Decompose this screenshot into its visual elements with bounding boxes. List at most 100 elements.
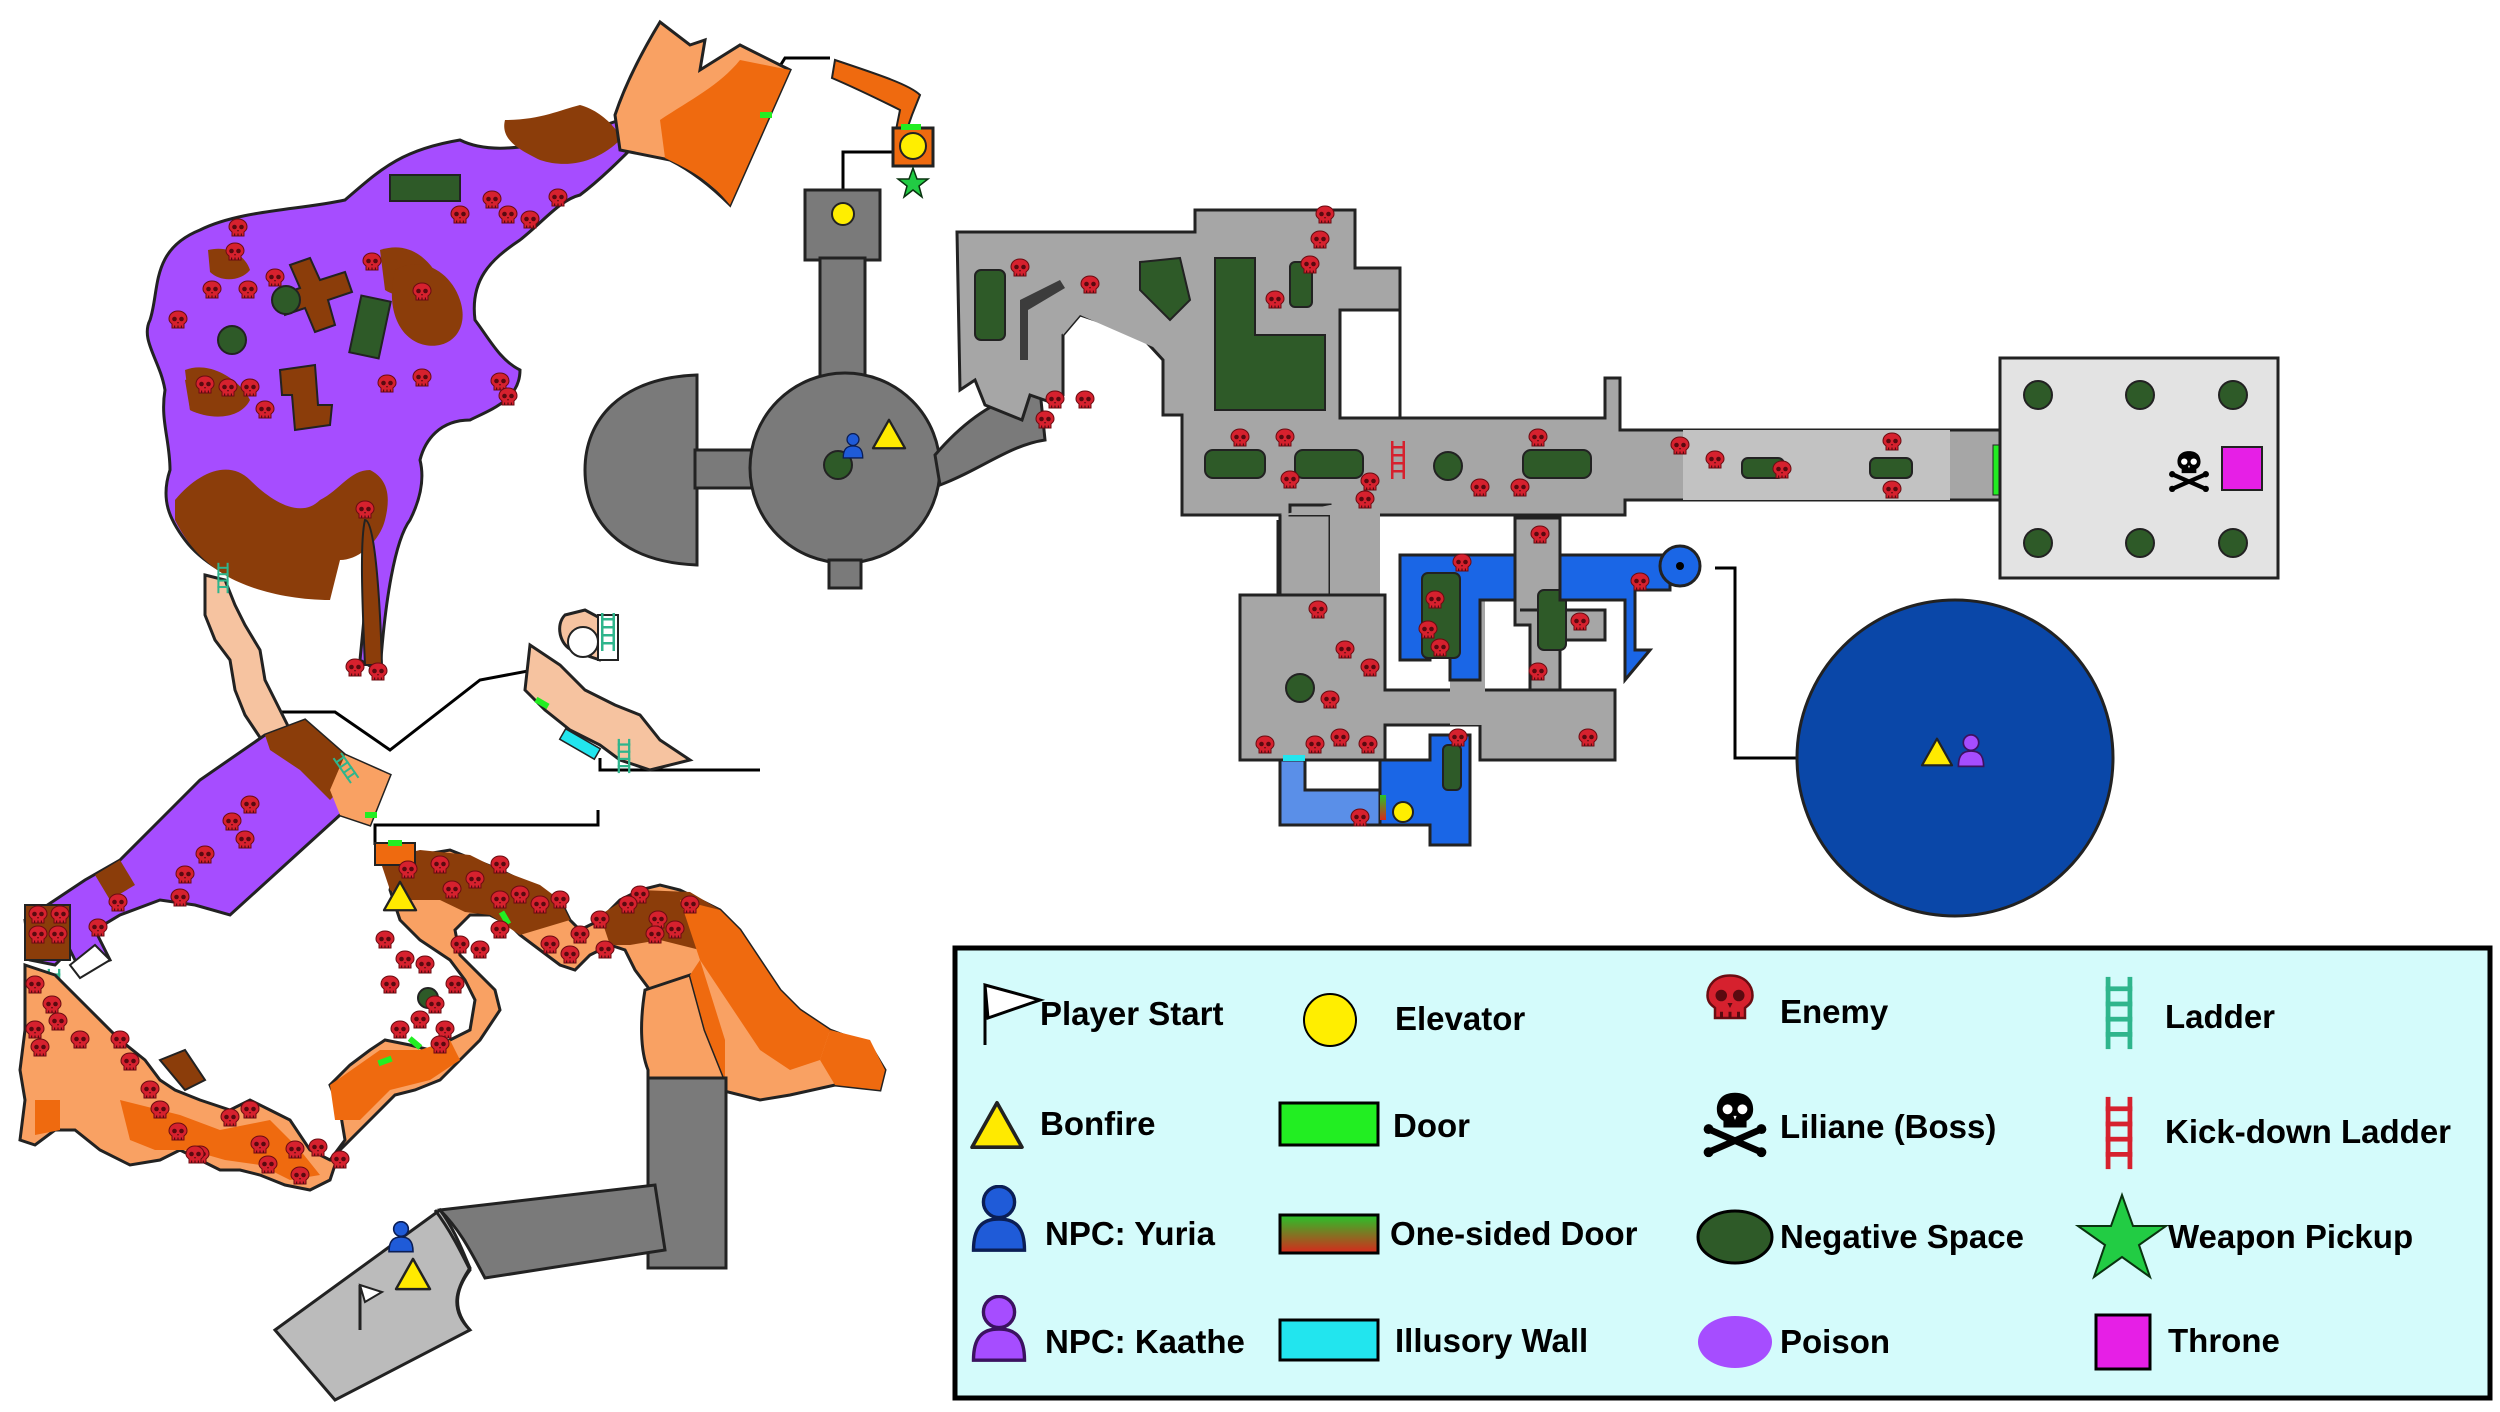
enemy-skull-icon [1075, 390, 1095, 409]
enemy-skull-icon [362, 252, 382, 271]
enemy-skull-icon [88, 918, 108, 937]
enemy-skull-icon [48, 1012, 68, 1031]
enemy-skull-icon [375, 930, 395, 949]
enemy-skull-icon [195, 845, 215, 864]
enemy-skull-icon [540, 935, 560, 954]
enemy-skull-icon [1080, 275, 1100, 294]
enemy-skull-icon [1358, 735, 1378, 754]
enemy-skull-icon [412, 368, 432, 387]
enemy-skull-icon [1528, 662, 1548, 681]
enemy-skull-icon [398, 860, 418, 879]
enemy-skull-icon [1308, 600, 1328, 619]
enemy-skull-icon [498, 205, 518, 224]
legend-label-throne: Throne [2168, 1322, 2280, 1359]
enemy-skull-icon [1280, 470, 1300, 489]
enemy-skull-icon [258, 1155, 278, 1174]
enemy-skull-icon [645, 925, 665, 944]
enemy-skull-icon [442, 880, 462, 899]
enemy-skull-icon [520, 210, 540, 229]
enemy-skull-icon [1300, 255, 1320, 274]
enemy-skull-icon [1452, 553, 1472, 572]
legend-label-poison: Poison [1780, 1323, 1890, 1360]
stone-hub [583, 188, 1047, 590]
enemy-skull-icon [50, 905, 70, 924]
enemy-skull-icon [595, 940, 615, 959]
enemy-skull-icon [108, 893, 128, 912]
mud-corridor [23, 562, 392, 1004]
legend-label-player-start: Player Start [1040, 995, 1223, 1032]
enemy-skull-icon [1360, 658, 1380, 677]
enemy-skull-icon [1360, 472, 1380, 491]
enemy-skull-icon [1355, 490, 1375, 509]
enemy-skull-icon [430, 855, 450, 874]
enemy-skull-icon [425, 995, 445, 1014]
enemy-skull-icon [415, 955, 435, 974]
enemy-skull-icon [170, 888, 190, 907]
enemy-skull-icon [490, 890, 510, 909]
enemy-skull-icon [435, 1020, 455, 1039]
legend-label-npc-yuria: NPC: Yuria [1045, 1215, 1216, 1252]
enemy-skull-icon [110, 1030, 130, 1049]
enemy-skull-icon [238, 280, 258, 299]
enemy-skull-icon [240, 795, 260, 814]
enemy-skull-icon [648, 910, 668, 929]
enemy-skull-icon [430, 1035, 450, 1054]
green-rect-icon [1278, 1101, 1380, 1147]
enemy-skull-icon [1530, 525, 1550, 544]
purple-ellipse-icon [1698, 1316, 1772, 1368]
enemy-skull-icon [1335, 640, 1355, 659]
enemy-skull-icon [1265, 290, 1285, 309]
enemy-skull-icon [28, 925, 48, 944]
enemy-skull-icon [412, 282, 432, 301]
enemy-skull-icon [25, 975, 45, 994]
enemy-skull-icon [240, 1100, 260, 1119]
enemy-skull-icon [285, 1140, 305, 1159]
enemy-skull-icon [548, 188, 568, 207]
enemy-skull-icon [465, 870, 485, 889]
enemy-skull-icon [530, 895, 550, 914]
throne-room [1998, 356, 2280, 580]
enemy-skull-icon [240, 378, 260, 397]
enemy-skull-icon [680, 895, 700, 914]
dark-green-ellipse-icon [1696, 1209, 1774, 1265]
enemy-skull-icon [70, 1030, 90, 1049]
enemy-skull-icon [228, 218, 248, 237]
enemy-skull-icon [175, 865, 195, 884]
enemy-skull-icon [590, 910, 610, 929]
enemy-skull-icon [1418, 620, 1438, 639]
enemy-skull-icon [1035, 410, 1055, 429]
enemy-skull-icon [265, 268, 285, 287]
enemy-skull-icon [1470, 478, 1490, 497]
enemy-skull-icon [255, 400, 275, 419]
enemy-skull-icon [195, 375, 215, 394]
enemy-skull-icon [1275, 428, 1295, 447]
enemy-skull-icon [202, 280, 222, 299]
enemy-skull-icon [140, 1080, 160, 1099]
enemy-skull-icon [1448, 728, 1468, 747]
legend-label-illusory-wall: Illusory Wall [1395, 1322, 1588, 1359]
gradient-rect-icon [1278, 1213, 1380, 1255]
enemy-skull-icon [220, 1108, 240, 1127]
enemy-skull-icon [1630, 572, 1650, 591]
legend: Player Start Elevator Enemy Ladder Bonfi… [952, 945, 2493, 1401]
enemy-skull-icon [1045, 390, 1065, 409]
enemy-skull-icon [1528, 428, 1548, 447]
legend-label-bonfire: Bonfire [1040, 1105, 1156, 1142]
legend-label-negative-space: Negative Space [1780, 1218, 2024, 1255]
enemy-skull-icon [618, 895, 638, 914]
yellow-circle-icon [1303, 993, 1357, 1047]
enemy-skull-icon [1330, 728, 1350, 747]
enemy-skull-icon [445, 975, 465, 994]
enemy-skull-icon [168, 310, 188, 329]
enemy-skull-icon [570, 925, 590, 944]
blue-water [1278, 544, 2115, 918]
enemy-skull-icon [235, 830, 255, 849]
enemy-skull-icon [560, 945, 580, 964]
enemy-skull-icon [355, 500, 375, 519]
legend-label-one-sided-door: One-sided Door [1390, 1215, 1638, 1252]
legend-label-door: Door [1393, 1107, 1470, 1144]
enemy-skull-icon [28, 905, 48, 924]
enemy-skull-icon [1305, 735, 1325, 754]
enemy-skull-icon [1772, 460, 1792, 479]
